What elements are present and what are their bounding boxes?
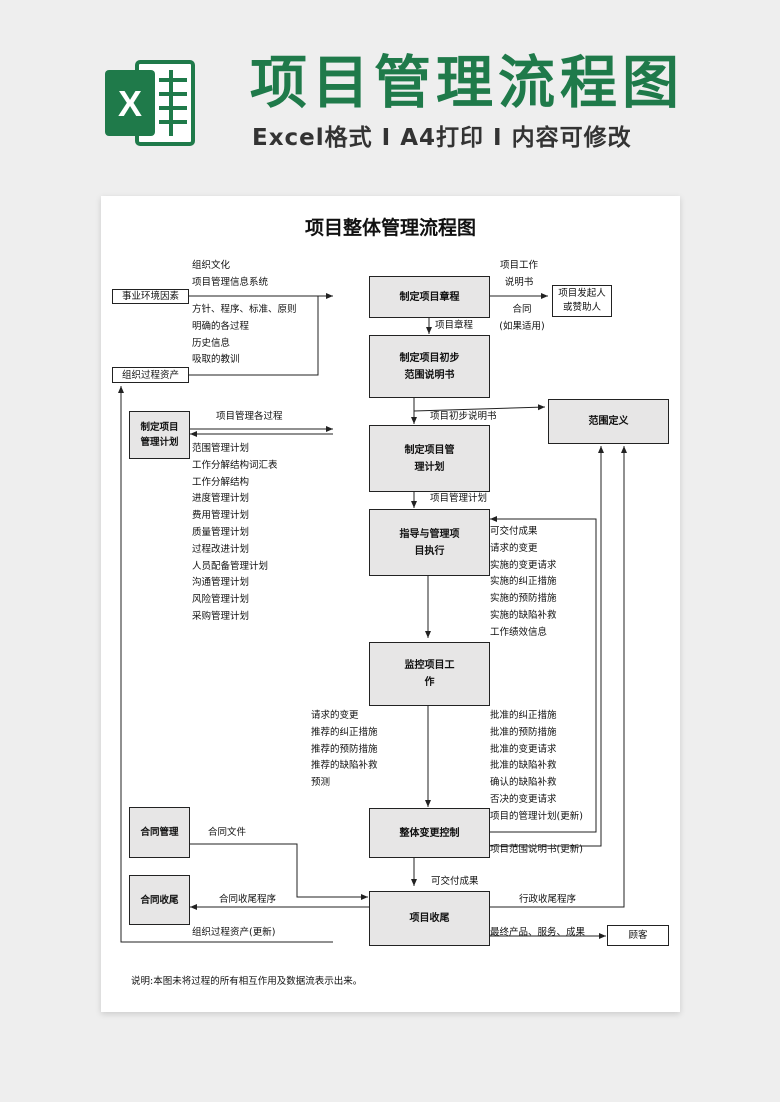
label-deliverables: 可交付成果 bbox=[431, 876, 479, 887]
excel-logo-icon: X bbox=[105, 60, 195, 146]
page-title: 项目管理流程图 bbox=[250, 50, 684, 116]
process-scope-definition[interactable]: 范围定义 bbox=[548, 399, 669, 444]
label-sow: 项目工作 说明书 bbox=[499, 260, 538, 288]
monitor-outputs-list: 请求的变更 推荐的纠正措施 推荐的预防措施 推荐的缺陷补救 预测 bbox=[311, 710, 378, 789]
label-charter-out: 项目章程 bbox=[435, 320, 474, 331]
process-plan[interactable]: 制定项目管理计划 bbox=[369, 425, 490, 492]
env-factors-list: 组织文化 项目管理信息系统 bbox=[192, 260, 269, 288]
label-plan-out: 项目管理计划 bbox=[430, 493, 488, 504]
flow-connectors bbox=[118, 293, 627, 943]
label-final-product: 最终产品、服务、成果 bbox=[490, 927, 586, 938]
label-admin-close: 行政收尾程序 bbox=[519, 894, 577, 905]
diagram-title: 项目整体管理流程图 bbox=[304, 217, 476, 239]
box-org-assets[interactable]: 组织过程资产 bbox=[112, 367, 189, 383]
document-page: 项目整体管理流程图 bbox=[101, 196, 680, 1012]
process-direct[interactable]: 指导与管理项目执行 bbox=[369, 509, 490, 576]
box-contract-close[interactable]: 合同收尾 bbox=[129, 875, 190, 925]
footnote: 说明:本图未将过程的所有相互作用及数据流表示出来。 bbox=[131, 976, 363, 987]
box-contract-mgmt[interactable]: 合同管理 bbox=[129, 807, 190, 858]
label-assets-update: 组织过程资产(更新) bbox=[192, 927, 276, 938]
change-control-outputs-list: 批准的纠正措施 批准的预防措施 批准的变更请求 批准的缺陷补救 确认的缺陷补救 … bbox=[490, 710, 583, 822]
label-contract-docs: 合同文件 bbox=[208, 827, 247, 838]
process-monitor[interactable]: 监控项目工作 bbox=[369, 642, 490, 706]
box-sponsor[interactable]: 项目发起人或赞助人 bbox=[552, 285, 612, 317]
page-subtitle: Excel格式 I A4打印 I 内容可修改 bbox=[252, 125, 632, 151]
process-charter[interactable]: 制定项目章程 bbox=[369, 276, 490, 318]
process-change-control[interactable]: 整体变更控制 bbox=[369, 808, 490, 858]
process-close[interactable]: 项目收尾 bbox=[369, 891, 490, 946]
box-plan-left[interactable]: 制定项目管理计划 bbox=[129, 411, 190, 459]
box-env-factors[interactable]: 事业环境因素 bbox=[112, 289, 189, 304]
org-assets-list: 方针、程序、标准、原则 明确的各过程 历史信息 吸取的教训 bbox=[192, 304, 297, 366]
box-customer[interactable]: 顾客 bbox=[607, 925, 669, 946]
label-plan-processes: 项目管理各过程 bbox=[216, 411, 283, 422]
label-contract: 合同 (如果适用) bbox=[499, 304, 545, 332]
process-prelim-scope[interactable]: 制定项目初步范围说明书 bbox=[369, 335, 490, 398]
label-scope-update: 项目范围说明书(更新) bbox=[490, 844, 583, 855]
label-prelim-out: 项目初步说明书 bbox=[430, 411, 497, 422]
label-contract-close-proc: 合同收尾程序 bbox=[219, 894, 277, 905]
logo-letter: X bbox=[118, 83, 142, 124]
direct-outputs-list: 可交付成果 请求的变更 实施的变更请求 实施的纠正措施 实施的预防措施 实施的缺… bbox=[490, 526, 557, 638]
plan-components-list: 范围管理计划 工作分解结构词汇表 工作分解结构 进度管理计划 费用管理计划 质量… bbox=[192, 443, 278, 622]
